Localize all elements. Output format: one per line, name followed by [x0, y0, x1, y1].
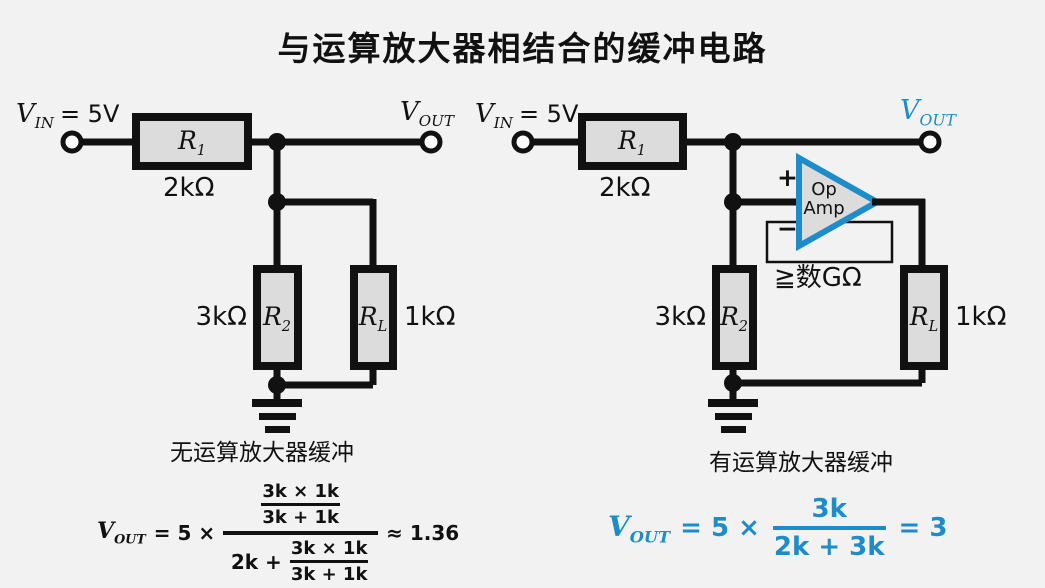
r1-value-right: 2kΩ — [599, 173, 651, 203]
ground-bar — [265, 426, 290, 433]
formula-result-left: ≈ 1.36 — [386, 521, 460, 545]
ground-icon — [708, 399, 758, 433]
left-circuit — [60, 113, 443, 433]
r1-label-right: R1 — [617, 126, 647, 159]
opamp-name-label: Op Amp — [796, 180, 852, 218]
output-terminal — [419, 130, 443, 154]
inner-num: 3k × 1k — [262, 481, 339, 502]
inner-num: 3k × 1k — [290, 538, 368, 559]
vin-label-right: VIN= 5V — [475, 99, 579, 133]
right-circuit — [511, 113, 948, 433]
junction-dot — [724, 133, 742, 151]
ground-bar — [259, 413, 296, 420]
ground-bar — [721, 426, 746, 433]
resistor-r1-box — [578, 113, 687, 170]
caption-left: 无运算放大器缓冲 — [170, 440, 354, 466]
opamp-minus-input-label: − — [777, 214, 798, 243]
rl-label-left: RL — [358, 302, 388, 335]
r2-label-left: R2 — [262, 302, 292, 335]
caption-right: 有运算放大器缓冲 — [709, 450, 893, 476]
r1-value-left: 2kΩ — [163, 173, 215, 203]
ground-bar — [715, 413, 752, 420]
formula-result-right: = 3 — [898, 513, 948, 543]
page-title: 与运算放大器相结合的缓冲电路 — [277, 29, 768, 68]
r2-value-right: 3kΩ — [654, 302, 706, 332]
resistor-r2-box — [253, 265, 302, 370]
inner-fraction-numerator: 3k × 1k 3k + 1k — [259, 481, 342, 528]
vout-label-left: VOUT — [400, 97, 454, 131]
input-terminal — [60, 130, 84, 154]
resistor-r1-box — [132, 113, 252, 170]
fraction: 3k 2k + 3k — [770, 494, 889, 562]
junction-dot — [724, 374, 742, 392]
fraction-num: 3k — [811, 494, 847, 524]
formula-with-opamp: VOUT = 5 × 3k 2k + 3k = 3 — [608, 494, 947, 562]
fraction-bar — [772, 526, 886, 530]
formula-vout-left: VOUT — [97, 518, 146, 548]
opamp-name-line1: Op — [811, 179, 837, 200]
opamp-name-line2: Amp — [803, 198, 845, 219]
main-fraction-bar — [223, 531, 379, 535]
fraction-bar — [261, 503, 340, 506]
opamp-plus-input-label: + — [777, 163, 798, 192]
formula-lead-left: = 5 × — [153, 521, 216, 545]
r1-label-left: R1 — [177, 126, 207, 159]
den-prefix: 2k + — [230, 549, 282, 574]
ground-bar — [252, 399, 302, 407]
inner-den: 3k + 1k — [290, 564, 368, 585]
formula-vout-right: VOUT — [608, 509, 671, 547]
opamp-impedance-label: ≧数GΩ — [774, 263, 862, 293]
ground-bar — [708, 399, 758, 407]
fraction-bar — [289, 560, 369, 563]
rl-value-right: 1kΩ — [955, 302, 1007, 332]
r2-label-right: R2 — [719, 302, 749, 335]
ground-icon — [252, 399, 302, 433]
inner-den: 3k + 1k — [262, 507, 339, 528]
vout-label-right: VOUT — [900, 95, 956, 130]
main-fraction-denominator: 2k + 3k × 1k 3k + 1k — [231, 538, 371, 585]
resistor-rl-box — [900, 265, 948, 370]
formula-without-opamp: VOUT = 5 × 3k × 1k 3k + 1k 2k + 3k × 1k … — [97, 481, 459, 585]
formula-main-fraction: 3k × 1k 3k + 1k 2k + 3k × 1k 3k + 1k — [223, 481, 379, 585]
junction-dot — [268, 133, 286, 151]
fraction-den: 2k + 3k — [773, 532, 885, 562]
input-terminal — [511, 130, 535, 154]
rl-label-right: RL — [909, 302, 939, 335]
formula-lead-right: = 5 × — [680, 513, 760, 543]
junction-dot — [268, 376, 286, 394]
vin-label-left: VIN= 5V — [16, 99, 120, 133]
r2-value-left: 3kΩ — [195, 302, 247, 332]
inner-fraction-denominator: 3k × 1k 3k + 1k — [288, 538, 371, 585]
rl-value-left: 1kΩ — [404, 302, 456, 332]
opamp-triangle — [796, 152, 884, 252]
output-terminal — [918, 130, 942, 154]
